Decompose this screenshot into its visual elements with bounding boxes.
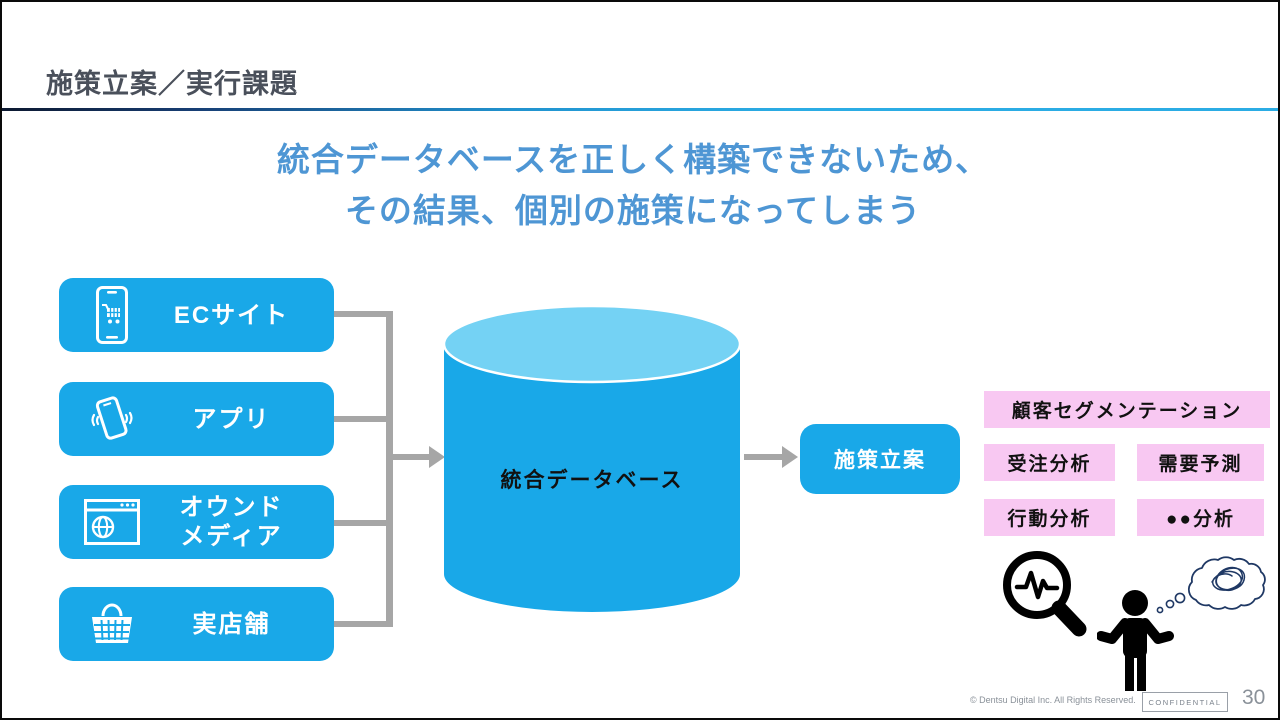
source-label: ECサイト — [173, 301, 290, 329]
headline: 統合データベースを正しく構築できないため、 その結果、個別の施策になってしまう — [2, 134, 1264, 236]
connector-line — [334, 416, 390, 422]
source-box-ec-site: ECサイト — [59, 278, 334, 352]
headline-line2: その結果、個別の施策になってしまう — [344, 192, 922, 229]
connector-line — [334, 520, 390, 526]
database-cylinder — [442, 304, 742, 612]
source-label: オウンド メディア — [179, 494, 284, 550]
database-label: 統合データベース — [500, 469, 684, 492]
connector-trunk — [386, 311, 393, 627]
browser-globe-icon — [81, 499, 143, 545]
page-number: 30 — [1242, 686, 1266, 709]
planning-box: 施策立案 — [800, 424, 960, 494]
source-box-store: 実店舗 — [59, 587, 334, 661]
arrow-to-database-shaft — [393, 454, 429, 460]
headline-line1: 統合データベースを正しく構築できないため、 — [276, 141, 990, 178]
analysis-tag-other: ●●分析 — [1137, 499, 1264, 536]
analysis-tag-behavior: 行動分析 — [984, 499, 1115, 536]
source-box-app: アプリ — [59, 382, 334, 456]
analysis-tag-demand: 需要予測 — [1137, 444, 1264, 481]
magnifier-pulse-icon — [1003, 551, 1087, 637]
arrow-to-database-head — [429, 446, 445, 468]
source-label: 実店舗 — [192, 610, 271, 638]
analysis-tag-segmentation: 顧客セグメンテーション — [984, 391, 1270, 428]
confidential-label: CONFIDENTIAL — [1148, 697, 1222, 707]
person-shrug-icon — [1097, 590, 1174, 691]
connector-line — [334, 621, 390, 627]
connector-line — [334, 311, 390, 317]
page-title: 施策立案／実行課題 — [46, 69, 298, 99]
analysis-tag-order: 受注分析 — [984, 444, 1115, 481]
confidential-badge: CONFIDENTIAL — [1142, 692, 1228, 712]
arrow-to-planning-shaft — [744, 454, 782, 460]
confused-thought-bubble-icon — [1156, 556, 1266, 614]
arrow-to-planning-head — [782, 446, 798, 468]
copyright-text: © Dentsu Digital Inc. All Rights Reserve… — [970, 695, 1136, 705]
source-box-owned-media: オウンド メディア — [59, 485, 334, 559]
source-label: アプリ — [192, 405, 271, 433]
title-underline — [2, 108, 1278, 111]
shopping-basket-icon — [81, 603, 143, 645]
smartphone-cart-icon — [81, 286, 143, 344]
smartphone-shake-icon — [81, 393, 143, 445]
